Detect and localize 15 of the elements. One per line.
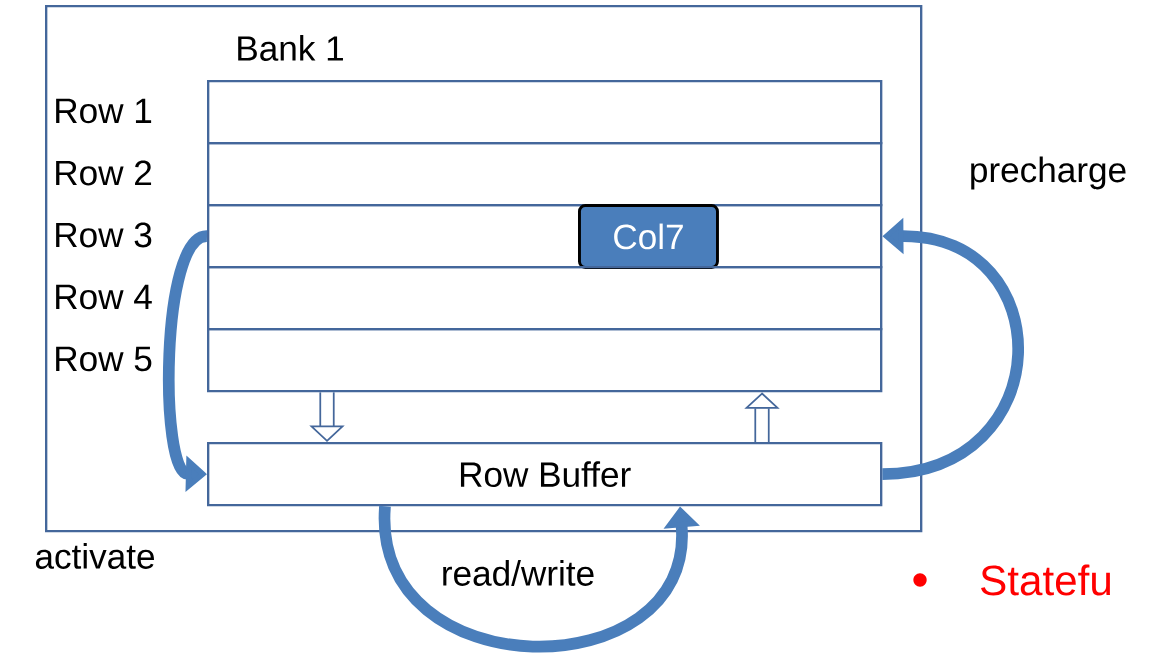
node-label: Row 4 [56, 284, 152, 310]
node-label: Row 1 [56, 98, 152, 124]
node-label: Row 3 [56, 222, 152, 248]
row-box: Row 2 [56, 142, 883, 207]
row-buffer-box: Row Buffer [207, 442, 883, 507]
bullet-item: Statefu [913, 564, 1110, 596]
row-box: Row 4 [56, 266, 883, 331]
edge-label: activate [33, 541, 157, 571]
node-label: Row 5 [56, 346, 152, 372]
edge-label: precharge [967, 155, 1129, 191]
row-box: Row 5 [56, 328, 883, 393]
column-box: Col7 [578, 204, 719, 269]
edge-label: read/write [439, 558, 597, 588]
node-label: Row 2 [56, 160, 152, 186]
row-box: Row 1 [56, 80, 883, 145]
